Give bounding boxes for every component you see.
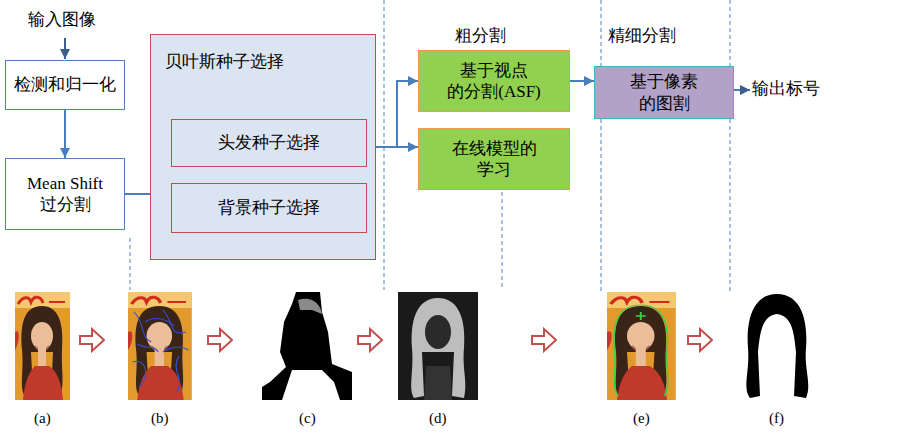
box-label: 基于像素 的图割 — [609, 71, 719, 114]
box-label: 在线模型的 学习 — [434, 138, 554, 181]
step-arrows — [80, 329, 712, 351]
figure-letter: (e) — [633, 409, 650, 427]
flow-arrow — [376, 146, 418, 148]
section-label: 粗分割 — [455, 26, 506, 46]
hair-mask — [738, 292, 816, 400]
figure-letter: (f) — [769, 409, 784, 427]
section-label: 精细分割 — [608, 26, 676, 46]
seed-mask — [262, 292, 352, 400]
figure-letter: (a) — [34, 409, 51, 427]
section-label: 输出标号 — [752, 79, 820, 99]
process-box: 基于视点 的分割(ASF) — [418, 50, 570, 112]
box-label: 背景种子选择 — [218, 197, 320, 218]
box-label: 检测和归一化 — [14, 74, 116, 95]
box-label: 头发种子选择 — [218, 132, 320, 153]
process-box: 检测和归一化 — [5, 60, 125, 110]
input-arrow — [64, 38, 66, 59]
section-label: 输入图像 — [28, 10, 96, 30]
panel-title: 贝叶斯种子选择 — [165, 51, 284, 72]
segmentation-photo — [607, 292, 676, 400]
process-box: 在线模型的 学习 — [418, 128, 570, 190]
flow-arrow — [376, 81, 418, 147]
group-panel: 贝叶斯种子选择头发种子选择背景种子选择 — [150, 34, 376, 260]
figure-letter: (b) — [151, 409, 169, 427]
oversegment-photo — [128, 292, 192, 400]
figure-letter: (c) — [299, 409, 316, 427]
process-box: 背景种子选择 — [171, 183, 367, 233]
box-label: 基于视点 的分割(ASF) — [434, 60, 554, 103]
process-box: 基于像素 的图割 — [594, 66, 734, 119]
flow-arrow — [64, 110, 66, 158]
probability-map — [398, 292, 478, 400]
flow-arrow — [125, 193, 150, 195]
output-arrow — [734, 89, 750, 91]
box-label: Mean Shift 过分割 — [15, 173, 115, 216]
process-box: 头发种子选择 — [171, 119, 367, 167]
process-box: Mean Shift 过分割 — [5, 158, 125, 230]
figure-letter: (d) — [429, 409, 447, 427]
flow-arrow — [570, 80, 594, 82]
input-photo — [15, 292, 70, 400]
dashed-leaders — [130, 0, 730, 292]
